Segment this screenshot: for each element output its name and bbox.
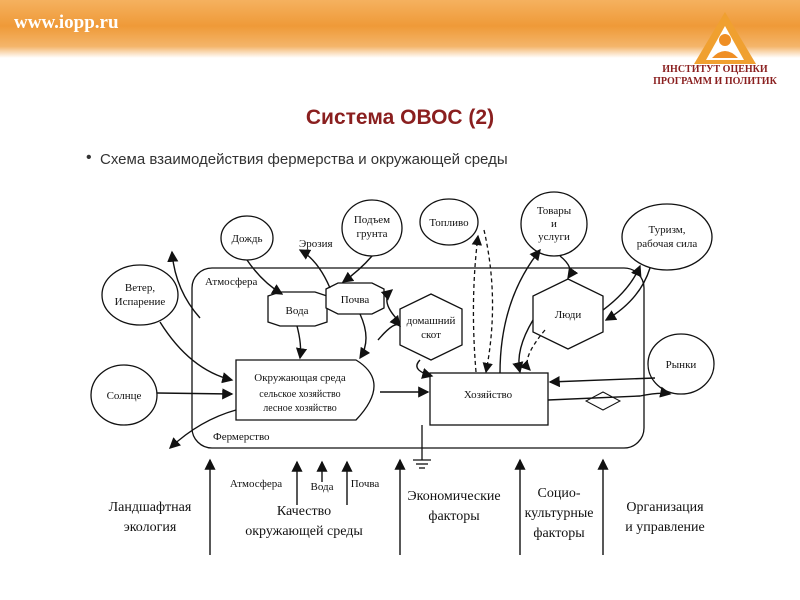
arrow-people-economy — [512, 319, 534, 374]
soil-bottom-label: Почва — [351, 478, 380, 490]
wind-label-1: Ветер, — [125, 282, 155, 294]
wind-circle — [101, 264, 179, 326]
water-hexagon — [267, 291, 328, 327]
arrow-markets-economy — [548, 376, 656, 388]
tourism-label-2: рабочая сила — [637, 238, 698, 250]
water-bottom-label: Вода — [311, 481, 334, 493]
people-hexagon — [532, 278, 604, 350]
arrow-economy-livestock — [377, 314, 401, 341]
arrow-uplift-soil — [341, 255, 373, 283]
soil-label: Почва — [341, 294, 370, 306]
arrow-economy-markets — [547, 386, 672, 401]
exchange-diamond — [584, 391, 622, 411]
rain-label: Дождь — [232, 233, 263, 245]
environment-label-2: сельское хозяйство — [259, 389, 340, 400]
logo-text: ИНСТИТУТ ОЦЕНКИ ПРОГРАММ И ПОЛИТИК — [640, 64, 790, 88]
arrow-env-out-left — [168, 409, 237, 449]
goods-label-1: Товары — [537, 205, 572, 217]
sun-label: Солнце — [107, 390, 142, 402]
arrow-tourism-people — [604, 267, 651, 321]
arrow-fuel-economy — [482, 229, 494, 374]
people-label: Люди — [555, 309, 582, 321]
environment-label-3: лесное хозяйство — [263, 403, 337, 414]
sun-circle — [90, 364, 158, 426]
flow-arrows — [156, 248, 672, 449]
atmosphere-label: Атмосфера — [205, 276, 257, 288]
institute-logo — [694, 12, 756, 64]
quality-label-1: Качество — [277, 504, 331, 519]
goods-label-2: и — [551, 218, 557, 230]
bullet-text: Схема взаимодействия фермерства и окружа… — [100, 151, 508, 168]
economy-label: Хозяйство — [464, 389, 513, 401]
bullet-dot: • — [86, 149, 92, 166]
arrow-economy-fuel — [471, 234, 483, 373]
arrow-people-economy-dashed — [519, 329, 546, 371]
arrow-people-tourism — [602, 264, 642, 311]
org-label-1: Организация — [626, 500, 704, 515]
farming-box — [191, 267, 645, 449]
environment-box — [235, 359, 375, 421]
arrow-soil-env — [359, 313, 371, 360]
fuel-label: Топливо — [429, 217, 469, 229]
arrow-livestock-up — [380, 289, 397, 319]
goods-circle — [520, 191, 588, 257]
logo-line-2: ПРОГРАММ И ПОЛИТИК — [653, 76, 777, 87]
wind-label-2: Испарение — [115, 296, 166, 308]
quality-label-2: окружающей среды — [245, 524, 363, 539]
arrow-water-env — [295, 325, 308, 360]
socio-label-2: культурные — [525, 506, 594, 521]
arrow-livestock-economy — [416, 359, 434, 379]
soil-hexagon — [325, 282, 385, 315]
arrow-goods-people — [559, 255, 579, 280]
uplift-label-1: Подъем — [354, 214, 390, 226]
markets-circle — [647, 333, 715, 395]
livestock-label-2: скот — [421, 329, 441, 341]
livestock-hexagon — [399, 293, 463, 361]
arrow-sun-env — [156, 388, 234, 400]
logo-head — [719, 34, 731, 46]
uplift-circle — [341, 199, 403, 257]
econ-label-2: факторы — [428, 509, 480, 524]
bottom-arrows — [204, 458, 609, 555]
environment-label-1: Окружающая среда — [254, 372, 346, 384]
econ-label-1: Экономические — [407, 489, 500, 504]
site-url[interactable]: www.iopp.ru — [14, 12, 119, 33]
tourism-label-1: Туризм, — [649, 224, 686, 236]
arrow-rain-out — [167, 250, 201, 319]
landscape-label-1: Ландшафтная — [109, 500, 192, 515]
socio-label-3: факторы — [533, 526, 585, 541]
erosion-label: Эрозия — [299, 238, 333, 250]
atm-label: Атмосфера — [230, 478, 282, 490]
farming-label: Фермерство — [213, 431, 270, 443]
logo-line-1: ИНСТИТУТ ОЦЕНКИ — [662, 64, 768, 75]
arrow-wind-env — [159, 321, 234, 384]
dashed-arrows — [471, 229, 546, 374]
arrow-economy-goods — [499, 248, 541, 374]
markets-label: Рынки — [666, 359, 697, 371]
slide-title: Система ОВОС (2) — [305, 106, 495, 129]
water-label: Вода — [286, 305, 309, 317]
logo-swoosh — [712, 51, 738, 58]
goods-label-3: услуги — [538, 231, 570, 243]
economy-box — [429, 372, 549, 426]
header-bar: www.iopp.ru — [0, 0, 800, 58]
ground-symbol — [413, 425, 431, 469]
socio-label-1: Социо- — [538, 486, 581, 501]
arrow-rain-water — [246, 259, 284, 295]
fuel-circle — [419, 198, 479, 246]
uplift-label-2: грунта — [356, 228, 387, 240]
landscape-label-2: экология — [124, 520, 177, 535]
tourism-circle — [621, 203, 713, 271]
arrow-erosion — [298, 249, 331, 289]
livestock-label-1: домашний — [407, 315, 456, 327]
org-label-2: и управление — [625, 520, 705, 535]
